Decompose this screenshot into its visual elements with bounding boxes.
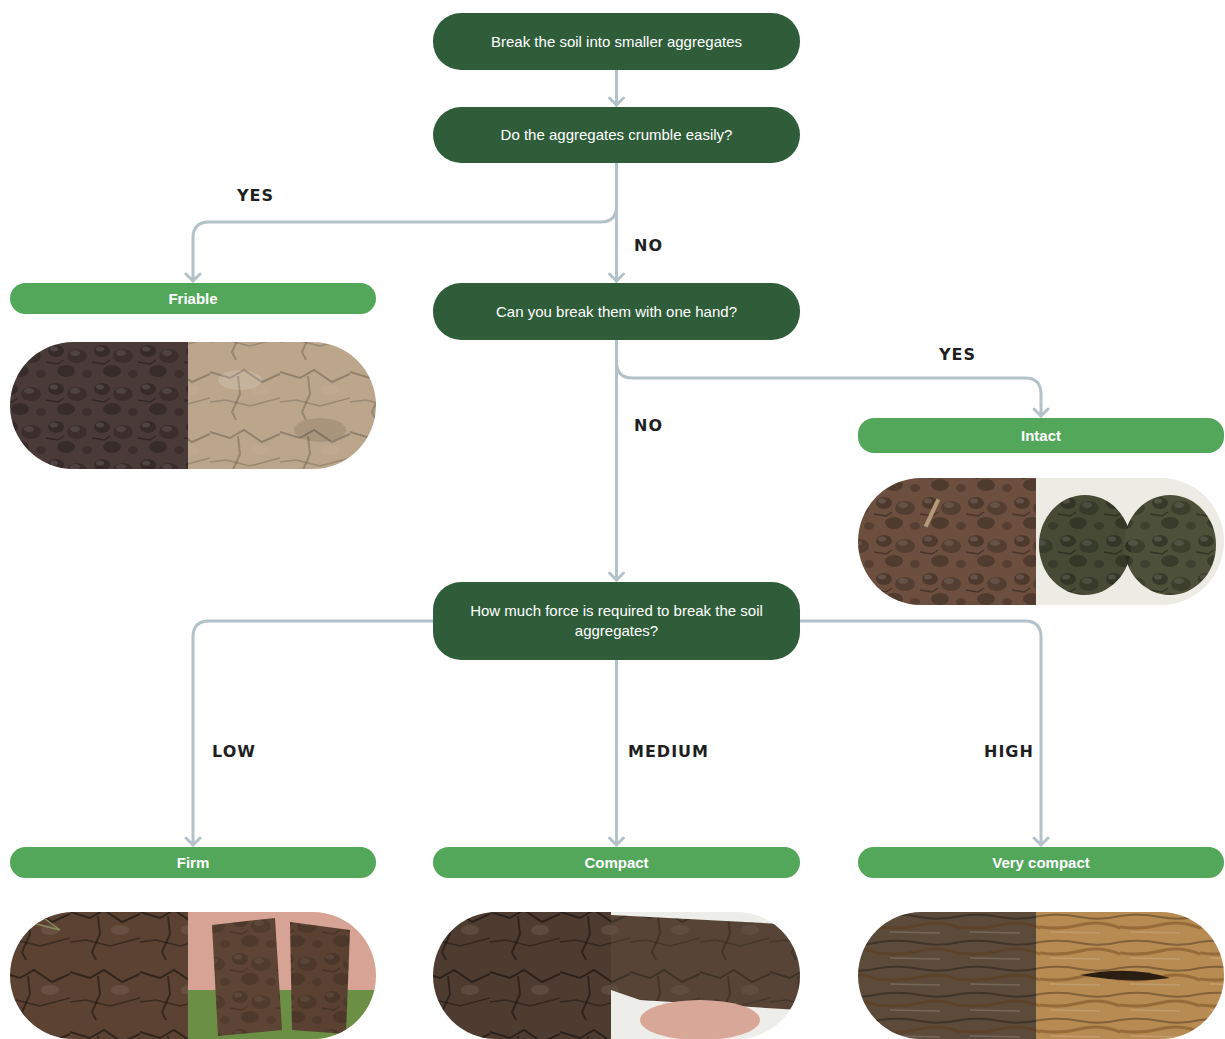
connector-line bbox=[615, 70, 618, 105]
connector-line bbox=[615, 660, 618, 845]
flow-connector bbox=[610, 70, 624, 105]
branch-label: NO bbox=[634, 236, 663, 255]
question-box: How much force is required to break the … bbox=[433, 582, 800, 660]
connector-line bbox=[193, 621, 433, 845]
node-text: Can you break them with one hand? bbox=[496, 302, 737, 322]
branch-label: HIGH bbox=[984, 742, 1034, 761]
flow-connector bbox=[800, 621, 1048, 845]
node-text: Compact bbox=[584, 853, 648, 872]
arrow-head bbox=[1034, 409, 1048, 416]
connector-line bbox=[615, 340, 618, 580]
result-bar: Very compact bbox=[858, 847, 1224, 878]
node-text: Do the aggregates crumble easily? bbox=[501, 125, 733, 145]
result-bar: Intact bbox=[858, 418, 1224, 453]
branch-label: LOW bbox=[212, 742, 256, 761]
connector-line bbox=[193, 163, 617, 281]
arrow-head bbox=[1034, 838, 1048, 845]
connector-line bbox=[800, 621, 1041, 845]
node-text: Break the soil into smaller aggregates bbox=[491, 32, 742, 52]
result-bar: Compact bbox=[433, 847, 800, 878]
node-text: How much force is required to break the … bbox=[455, 601, 778, 641]
arrow-head bbox=[610, 98, 624, 105]
flow-connector bbox=[617, 340, 1049, 416]
node-text: Very compact bbox=[992, 853, 1090, 872]
flow-connector bbox=[186, 621, 433, 845]
flow-connector bbox=[610, 163, 624, 281]
node-text: Intact bbox=[1021, 426, 1061, 445]
branch-label: YES bbox=[237, 186, 274, 205]
question-box: Do the aggregates crumble easily? bbox=[433, 107, 800, 163]
question-box: Break the soil into smaller aggregates bbox=[433, 13, 800, 70]
node-text: Friable bbox=[168, 289, 217, 308]
flow-connector bbox=[610, 340, 624, 580]
branch-label: YES bbox=[939, 345, 976, 364]
connector-line bbox=[615, 163, 618, 281]
connector-line bbox=[617, 340, 1042, 416]
arrow-head bbox=[186, 274, 200, 281]
branch-label: MEDIUM bbox=[628, 742, 709, 761]
result-bar: Firm bbox=[10, 847, 376, 878]
arrow-head bbox=[610, 573, 624, 580]
arrow-head bbox=[186, 838, 200, 845]
branch-label: NO bbox=[634, 416, 663, 435]
node-text: Firm bbox=[177, 853, 210, 872]
flow-connector bbox=[186, 163, 617, 281]
arrow-head bbox=[610, 838, 624, 845]
arrow-head bbox=[610, 274, 624, 281]
flow-connector bbox=[610, 660, 624, 845]
result-bar: Friable bbox=[10, 283, 376, 314]
question-box: Can you break them with one hand? bbox=[433, 283, 800, 340]
